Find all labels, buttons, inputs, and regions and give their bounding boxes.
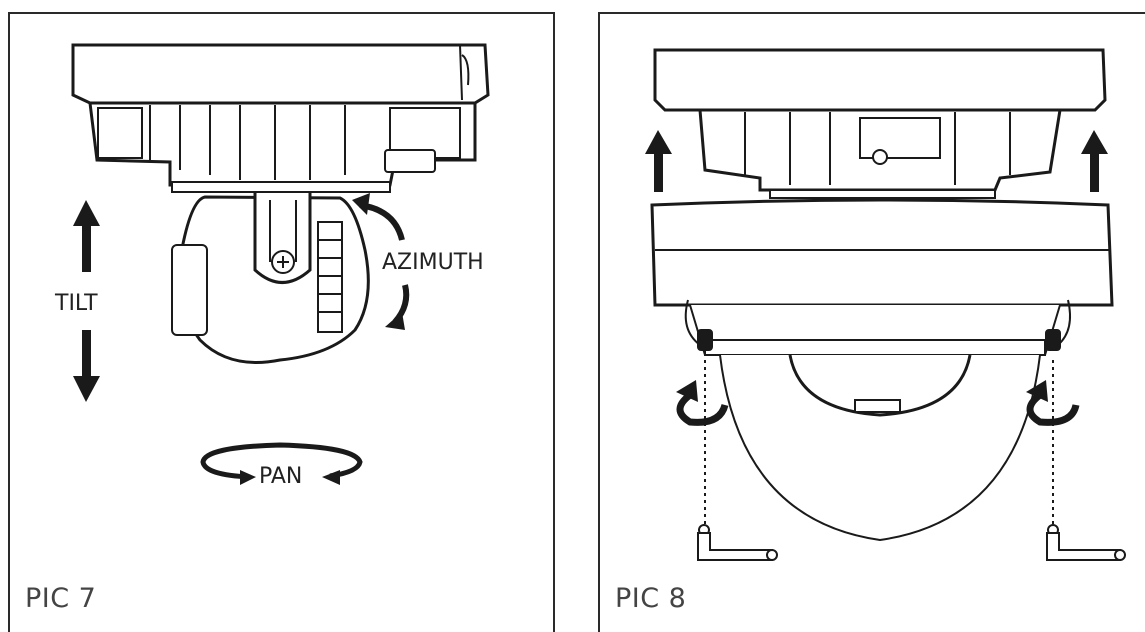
left-rotate-arrow-icon xyxy=(676,392,729,426)
right-hex-key-icon xyxy=(1046,524,1126,561)
left-hex-key-icon xyxy=(697,524,778,561)
tilt-up-arrow-icon xyxy=(73,200,100,272)
lift-left-arrow-icon xyxy=(645,130,672,192)
lift-right-arrow-icon xyxy=(1081,130,1108,192)
right-screw-icon xyxy=(1045,299,1071,351)
pic8-caption: PIC 8 xyxy=(615,583,687,614)
left-screw-icon xyxy=(684,299,713,351)
tilt-label: TILT xyxy=(55,291,98,316)
pan-rotation-icon xyxy=(200,442,363,480)
azimuth-arrowhead-top-icon xyxy=(352,193,370,215)
camera-base-pic7 xyxy=(71,43,490,364)
pan-arrowhead-right-icon xyxy=(322,470,340,485)
azimuth-label: AZIMUTH xyxy=(382,250,484,275)
diagram-artwork xyxy=(71,43,1126,561)
pic7-caption: PIC 7 xyxy=(25,583,97,614)
pan-arrowhead-left-icon xyxy=(240,470,256,485)
left-rotate-arrowhead-icon xyxy=(676,380,698,402)
right-rotate-arrow-icon xyxy=(1026,392,1080,426)
camera-base-pic8 xyxy=(650,48,1114,542)
right-rotate-arrowhead-icon xyxy=(1026,380,1048,402)
tilt-down-arrow-icon xyxy=(73,330,100,402)
pan-label: PAN xyxy=(259,464,303,489)
azimuth-arrowhead-bottom-icon xyxy=(385,312,405,330)
